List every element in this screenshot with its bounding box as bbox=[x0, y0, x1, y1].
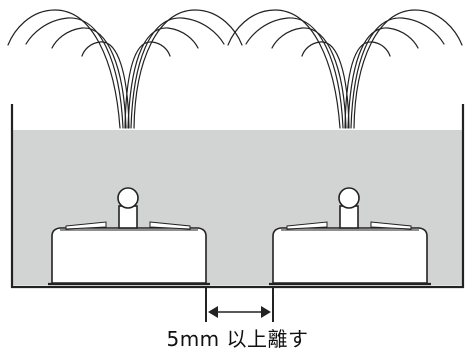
spray-left bbox=[7, 9, 243, 129]
pump-right-nozzle bbox=[338, 187, 360, 209]
pump-right bbox=[269, 187, 431, 286]
pump-left-neck bbox=[118, 205, 138, 229]
pump-right-slot-left bbox=[286, 221, 328, 230]
spray-right bbox=[227, 9, 463, 129]
pump-left-slot-left bbox=[65, 221, 107, 230]
tank-outline bbox=[10, 104, 465, 289]
pump-right-slot-right bbox=[370, 221, 412, 230]
pump-right-body bbox=[272, 227, 428, 284]
pump-left-nozzle bbox=[117, 187, 139, 209]
pump-left bbox=[48, 187, 210, 286]
dimension-arrowhead-left bbox=[208, 306, 218, 318]
pump-left-slot-right bbox=[149, 221, 191, 230]
pump-right-neck bbox=[339, 205, 359, 229]
spacing-dimension bbox=[205, 286, 274, 322]
dimension-arrowhead-right bbox=[261, 306, 271, 318]
pump-left-body bbox=[51, 227, 207, 284]
spacing-caption: 5mm 以上離す bbox=[166, 327, 309, 351]
